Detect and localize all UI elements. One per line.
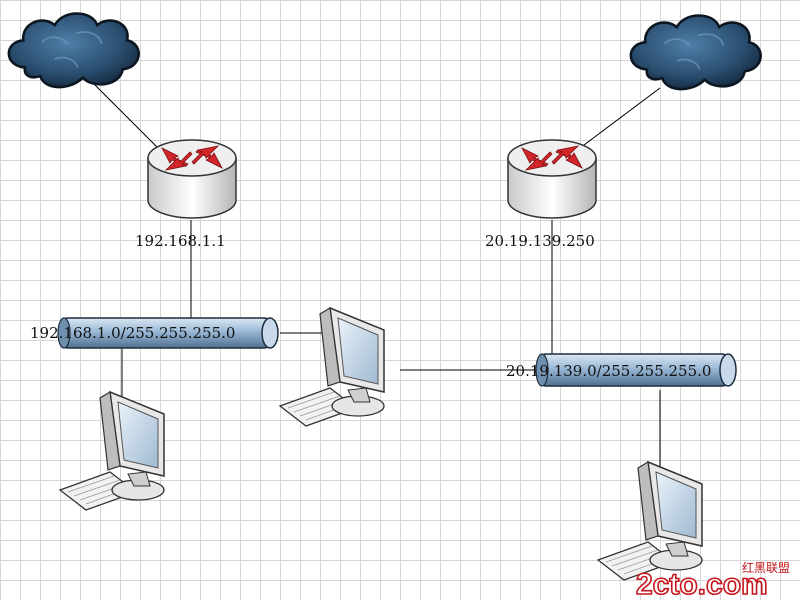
cloud-icon xyxy=(629,14,762,91)
watermark-brand: 2cto.com xyxy=(636,568,768,600)
workstation-icon xyxy=(59,391,165,511)
connection-lines xyxy=(91,81,661,470)
link-cloud-router-left xyxy=(91,81,161,151)
cloud-icon xyxy=(7,12,140,89)
workstation-icon xyxy=(279,307,385,427)
network-right-label: 20.19.139.0/255.255.255.0 xyxy=(506,362,711,380)
workstation-icon xyxy=(597,461,703,581)
router-right-ip-label: 20.19.139.250 xyxy=(485,232,595,250)
network-bus-right xyxy=(535,353,737,387)
watermark-cn: 红黑联盟 xyxy=(742,560,790,575)
network-left-label: 192.168.1.0/255.255.255.0 xyxy=(30,324,235,342)
link-cloud-router-right xyxy=(579,87,661,149)
router-icon xyxy=(507,139,597,219)
network-bus-left xyxy=(57,317,279,349)
router-left-ip-label: 192.168.1.1 xyxy=(135,232,226,250)
router-icon xyxy=(147,139,237,219)
watermark: 红黑联盟 2cto.com xyxy=(635,560,790,600)
